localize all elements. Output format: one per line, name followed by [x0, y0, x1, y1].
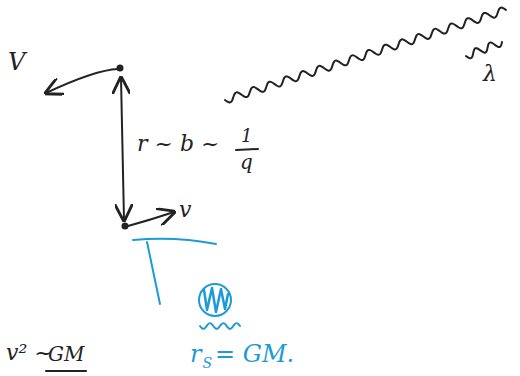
label: S: [202, 356, 212, 370]
velocity-arrow: [46, 69, 118, 93]
label: V: [8, 50, 25, 74]
label: GM: [48, 344, 84, 364]
black-hole-scribble: [204, 288, 228, 312]
label: r: [190, 342, 201, 366]
label: r ~ b ~: [137, 133, 219, 155]
gravitational-wave: [225, 8, 506, 103]
fraction-bar: [46, 370, 86, 372]
fraction-bar: [236, 149, 258, 150]
velocity-arrow: [128, 212, 174, 226]
label: q: [240, 152, 253, 172]
wavelength-wave: [466, 42, 502, 58]
black-hole: [199, 284, 231, 316]
label: λ: [483, 63, 497, 85]
annotation-line: [147, 242, 160, 304]
label: 1: [241, 127, 252, 145]
separation-arrow: [121, 78, 124, 220]
radius-squiggle: [200, 323, 240, 329]
mass-dot: [117, 65, 124, 72]
label: v: [179, 199, 191, 221]
label: v² ~: [6, 342, 53, 364]
annotation-line: [133, 239, 216, 244]
label: = GM.: [215, 342, 294, 366]
